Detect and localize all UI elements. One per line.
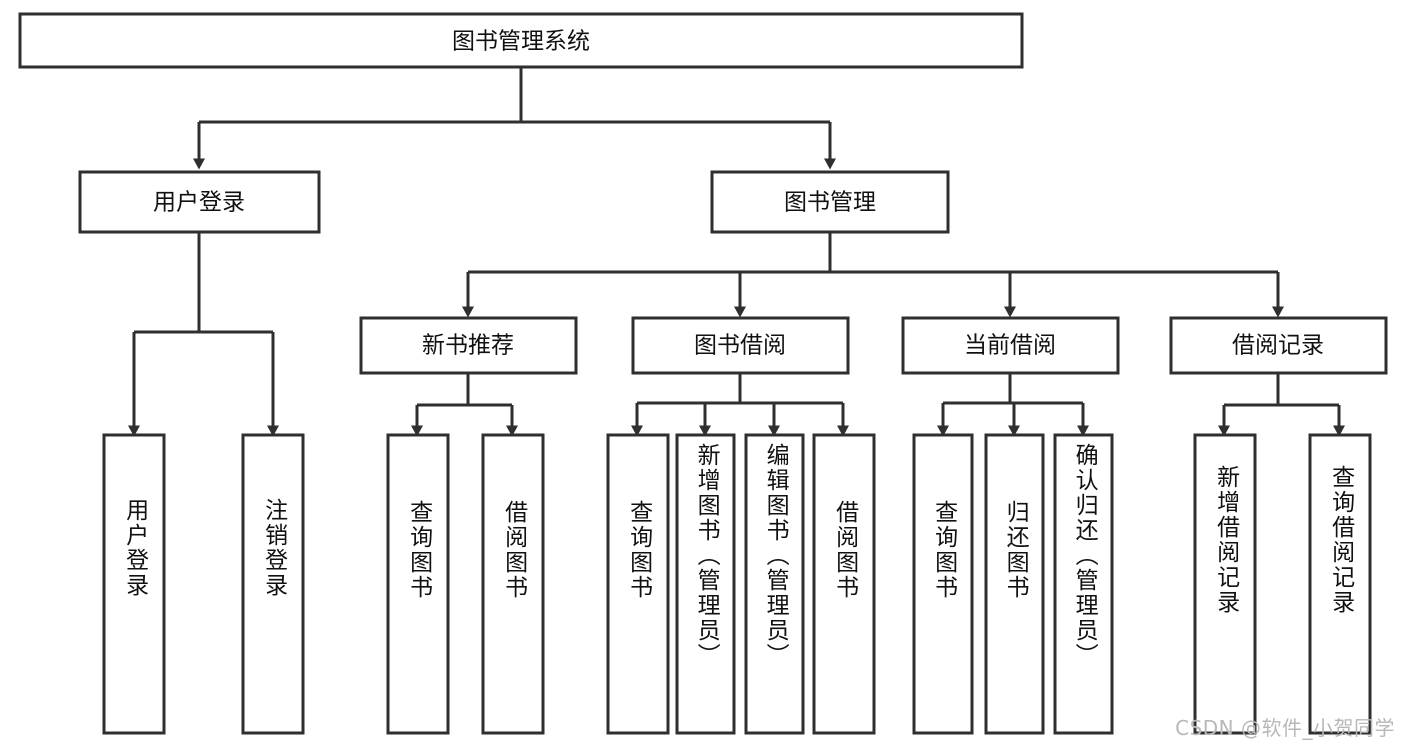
node-leaf-confirm-return[interactable]	[1053, 433, 1114, 735]
node-leaf-edit-book[interactable]	[744, 433, 805, 735]
node-leaf-user-login[interactable]	[102, 433, 166, 735]
node-book-management-label: 图书管理	[784, 190, 876, 216]
node-borrow-record-label: 借阅记录	[1232, 333, 1324, 359]
node-book-management[interactable]	[710, 170, 950, 234]
node-book-borrow[interactable]	[631, 316, 850, 375]
node-book-borrow-label: 图书借阅	[694, 333, 786, 359]
node-leaf-query-book-2[interactable]	[606, 433, 670, 735]
node-leaf-return-book[interactable]	[984, 433, 1045, 735]
node-user-login-label: 用户登录	[153, 190, 245, 216]
node-leaf-borrow-book-2[interactable]	[812, 433, 876, 735]
node-leaf-borrow-book-1[interactable]	[481, 433, 545, 735]
node-current-borrow[interactable]	[901, 316, 1120, 375]
node-root-book-management-system[interactable]	[18, 12, 1024, 69]
csdn-watermark: CSDN @软件_小贺同学	[1175, 716, 1395, 740]
node-leaf-logout-login[interactable]	[241, 433, 305, 735]
node-leaf-query-record[interactable]	[1308, 433, 1372, 735]
node-leaf-query-book-3[interactable]	[912, 433, 974, 735]
node-current-borrow-label: 当前借阅	[964, 333, 1056, 359]
node-new-book-recommend-label: 新书推荐	[422, 333, 514, 359]
node-new-book-recommend[interactable]	[359, 316, 578, 375]
node-leaf-add-book[interactable]	[675, 433, 736, 735]
node-leaf-query-book-1[interactable]	[386, 433, 450, 735]
node-root-label: 图书管理系统	[452, 29, 590, 55]
node-borrow-record[interactable]	[1169, 316, 1388, 375]
node-leaf-add-record[interactable]	[1193, 433, 1257, 735]
